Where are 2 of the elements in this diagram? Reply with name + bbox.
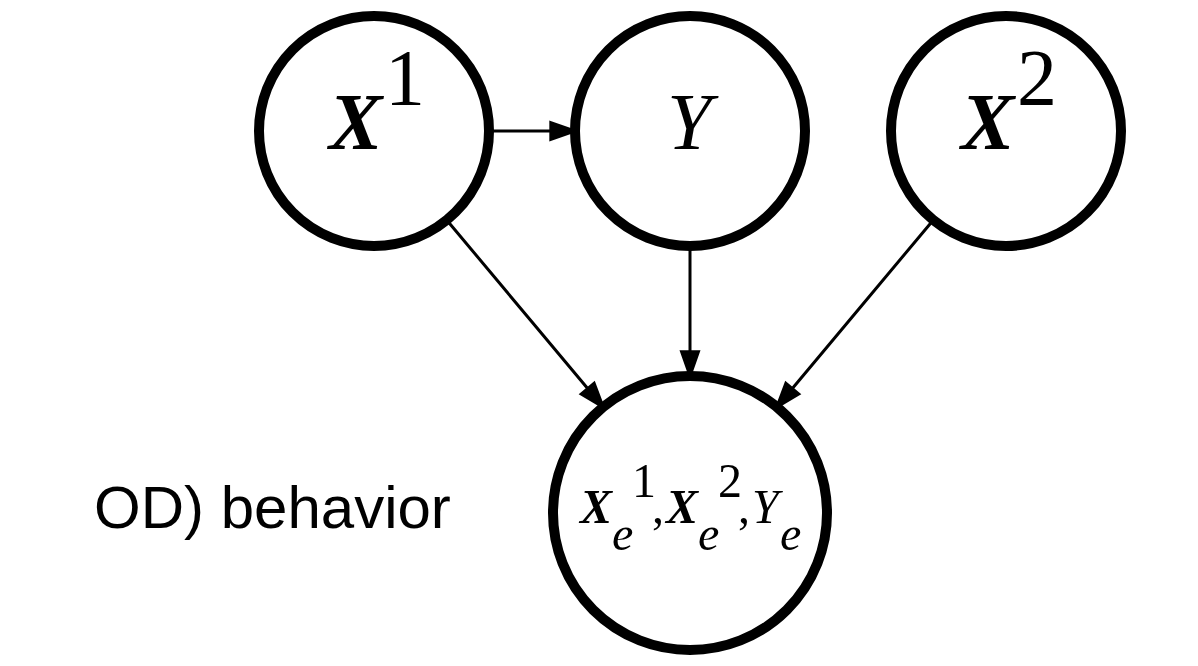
label: OD) behavior: [93, 474, 451, 541]
node-circle: Y: [569, 11, 810, 251]
